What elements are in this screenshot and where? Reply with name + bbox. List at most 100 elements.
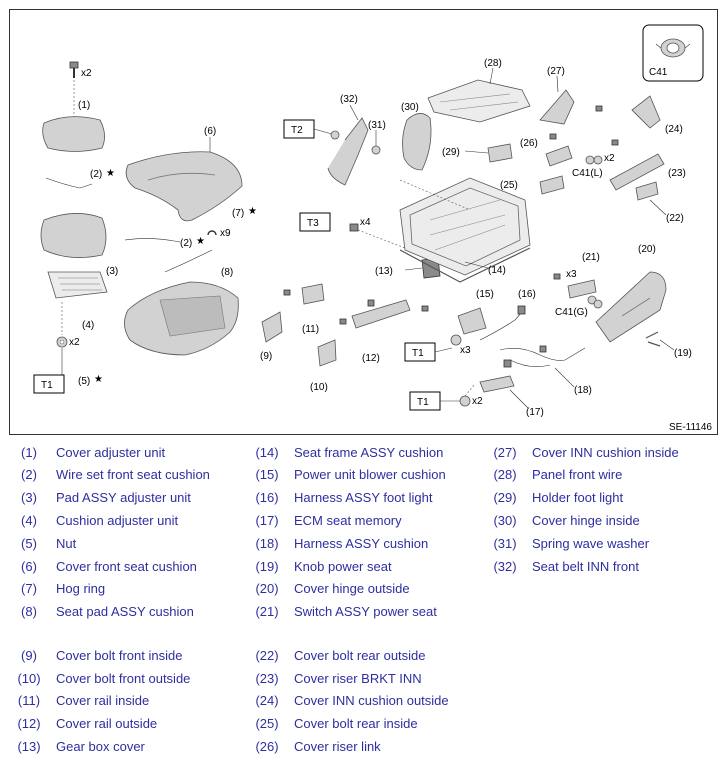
clip-icon bbox=[367, 299, 375, 307]
callout-12: (12) bbox=[362, 353, 380, 364]
callout-4: (4) bbox=[82, 320, 94, 331]
callout-10: (10) bbox=[310, 382, 328, 393]
part-cover-bolt-rear-outside bbox=[635, 181, 659, 201]
legend-item-number: (18) bbox=[255, 536, 279, 551]
legend-item-name: Knob power seat bbox=[294, 559, 392, 574]
torque-ref-box bbox=[299, 212, 331, 232]
star-mark: ★ bbox=[94, 374, 103, 385]
callout-24: (24) bbox=[665, 124, 683, 135]
qty-label: x4 bbox=[360, 217, 371, 228]
nut-icon bbox=[450, 334, 462, 346]
callout-11: (11) bbox=[302, 324, 319, 335]
callout-19: (19) bbox=[674, 348, 692, 359]
bolt-icon bbox=[349, 223, 359, 232]
legend-item-name: Harness ASSY foot light bbox=[294, 490, 433, 505]
connector-icon bbox=[517, 305, 526, 315]
bolt-icon bbox=[549, 133, 557, 140]
callout-29: (29) bbox=[442, 147, 460, 158]
callout-21: (21) bbox=[582, 252, 600, 263]
torque-ref-t3: T3 bbox=[307, 218, 319, 229]
callout-28: (28) bbox=[484, 58, 502, 69]
qty-label: x9 bbox=[220, 228, 231, 239]
qty-label: x3 bbox=[460, 345, 471, 356]
legend-item-name: Cover riser BRKT INN bbox=[294, 671, 422, 686]
legend-item-number: (1) bbox=[21, 445, 37, 460]
part-wire-set bbox=[45, 177, 93, 189]
torque-ref-box bbox=[33, 374, 65, 394]
legend-item-number: (20) bbox=[255, 581, 279, 596]
legend-item-number: (21) bbox=[255, 604, 279, 619]
legend-item-name: Cover riser link bbox=[294, 739, 381, 754]
callout-2-upper: (2) bbox=[90, 169, 102, 180]
callout-31: (31) bbox=[368, 120, 386, 131]
legend-item-number: (8) bbox=[21, 604, 37, 619]
part-holder-foot-light bbox=[487, 143, 513, 163]
legend-item-number: (22) bbox=[255, 648, 279, 663]
bolt-icon bbox=[69, 61, 79, 78]
callout-26: (26) bbox=[520, 138, 538, 149]
legend-item-name: Gear box cover bbox=[56, 739, 145, 754]
diagram-id-code: SE-11146 bbox=[669, 422, 712, 433]
callout-13: (13) bbox=[375, 266, 393, 277]
legend-item-name: Cover rail outside bbox=[56, 716, 158, 731]
callout-8: (8) bbox=[221, 267, 233, 278]
legend-item-number: (32) bbox=[493, 559, 517, 574]
legend-item-name: Harness ASSY cushion bbox=[294, 536, 429, 551]
legend-item-name: Cover bolt front inside bbox=[56, 648, 183, 663]
legend-item-name: Cover bolt rear outside bbox=[294, 648, 426, 663]
bolt-icon bbox=[611, 139, 619, 146]
bolt-icon bbox=[283, 289, 291, 296]
part-cover-bolt-front-inside bbox=[261, 311, 283, 343]
legend-item-number: (16) bbox=[255, 490, 279, 505]
nut-icon bbox=[459, 395, 471, 407]
part-switch-assy-power-seat bbox=[567, 279, 597, 299]
legend-item-number: (28) bbox=[493, 467, 517, 482]
part-cover-riser-brkt-inn bbox=[609, 153, 665, 191]
part-cover-bolt-front-outside bbox=[317, 339, 337, 367]
legend-item-number: (24) bbox=[255, 693, 279, 708]
legend-item-number: (6) bbox=[21, 559, 37, 574]
bolt-icon bbox=[553, 273, 561, 280]
callout-27: (27) bbox=[547, 66, 565, 77]
legend-item-name: Cover adjuster unit bbox=[56, 445, 166, 460]
callout-16: (16) bbox=[518, 289, 536, 300]
part-harness-foot-light bbox=[479, 311, 523, 341]
part-cover-inn-cushion-outside bbox=[631, 95, 661, 129]
legend-item-number: (31) bbox=[493, 536, 517, 551]
legend-item-number: (29) bbox=[493, 490, 517, 505]
legend-item-number: (5) bbox=[21, 536, 37, 551]
legend-item-number: (10) bbox=[17, 671, 41, 686]
hog-ring-icon bbox=[207, 230, 217, 236]
callout-23: (23) bbox=[668, 168, 686, 179]
connector-left-label: C41(L) bbox=[572, 168, 603, 179]
part-seat-belt-inn-front bbox=[327, 117, 369, 186]
callout-14: (14) bbox=[488, 265, 506, 276]
legend-item-number: (12) bbox=[17, 716, 41, 731]
callout-32: (32) bbox=[340, 94, 358, 105]
bolt-icon bbox=[339, 318, 347, 325]
torque-ref-t2: T2 bbox=[291, 125, 303, 136]
legend-item-name: Cover front seat cushion bbox=[56, 559, 197, 574]
nut-icon bbox=[56, 336, 68, 348]
callout-1: (1) bbox=[78, 100, 90, 111]
legend-item-name: ECM seat memory bbox=[294, 513, 402, 528]
washer-icon bbox=[330, 130, 340, 140]
torque-ref-t1: T1 bbox=[417, 397, 429, 408]
legend-item-name: Wire set front seat cushion bbox=[56, 467, 210, 482]
part-knob-power-seat bbox=[645, 331, 661, 347]
callout-20: (20) bbox=[638, 244, 656, 255]
legend-item-name: Cover rail inside bbox=[56, 693, 150, 708]
callout-25: (25) bbox=[500, 180, 518, 191]
legend-item-number: (26) bbox=[255, 739, 279, 754]
legend-item-name: Cover bolt rear inside bbox=[294, 716, 418, 731]
legend-item-name: Nut bbox=[56, 536, 77, 551]
legend-item-number: (9) bbox=[21, 648, 37, 663]
legend-item-name: Cover hinge inside bbox=[532, 513, 640, 528]
star-mark: ★ bbox=[196, 236, 205, 247]
part-power-unit-blower bbox=[457, 307, 487, 335]
legend-item-number: (3) bbox=[21, 490, 37, 505]
part-cover-adjuster-unit bbox=[42, 116, 105, 152]
legend-item-number: (13) bbox=[17, 739, 41, 754]
connector-box-label: C41 bbox=[649, 67, 668, 78]
legend-item-name: Cover INN cushion outside bbox=[294, 693, 449, 708]
